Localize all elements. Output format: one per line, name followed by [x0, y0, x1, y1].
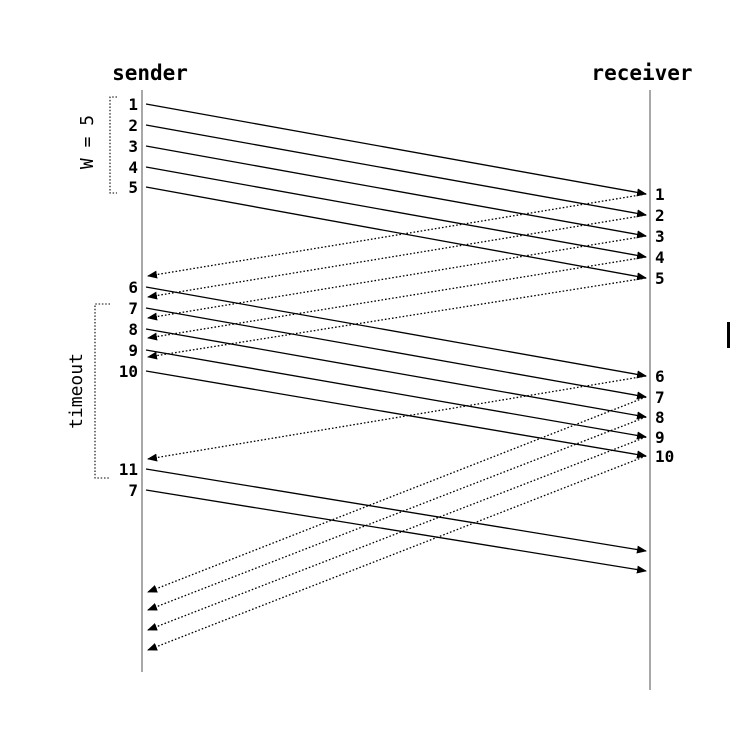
data-packet-arrow [145, 370, 647, 459]
receiver-seq-label: 8 [655, 408, 665, 427]
receiver-seq-label: 2 [655, 206, 665, 225]
ack-arrow [147, 235, 647, 321]
timeout-bracket [94, 303, 110, 479]
data-packet-arrow [145, 307, 647, 400]
receiver-title: receiver [591, 61, 692, 85]
ack-arrow [147, 277, 647, 360]
receiver-seq-label: 5 [655, 269, 665, 288]
sender-title: sender [112, 61, 188, 85]
sender-seq-label: 2 [128, 116, 138, 135]
sender-seq-label: 8 [128, 320, 138, 339]
receiver-seq-label: 4 [655, 248, 665, 267]
data-packet-arrow [145, 468, 647, 554]
sender-seq-label: 7 [128, 299, 138, 318]
ack-arrow [147, 436, 647, 631]
ack-arrow [147, 375, 647, 462]
window-label: W = 5 [77, 115, 98, 169]
sender-seq-label: 11 [119, 460, 138, 479]
ack-arrow [147, 455, 647, 651]
ack-arrow [147, 256, 647, 341]
receiver-seq-label: 10 [655, 447, 674, 466]
text-cursor [727, 322, 730, 348]
receiver-seq-label: 1 [655, 185, 665, 204]
ack-arrow [147, 396, 647, 593]
data-packet-arrow [145, 145, 647, 239]
ack-arrow [147, 214, 647, 300]
sender-seq-label: 9 [128, 341, 138, 360]
receiver-seq-label: 3 [655, 227, 665, 246]
sender-seq-label: 7 [128, 481, 138, 500]
data-packet-arrow [145, 328, 647, 420]
sender-seq-label: 1 [128, 95, 138, 114]
ack-arrow [147, 193, 647, 279]
sender-seq-label: 3 [128, 137, 138, 156]
data-packet-arrow [145, 166, 647, 260]
sender-seq-label: 10 [119, 362, 138, 381]
sender-seq-label: 5 [128, 178, 138, 197]
data-packet-arrow [145, 186, 647, 281]
receiver-seq-label: 7 [655, 388, 665, 407]
data-packet-arrow [145, 286, 647, 379]
timeout-label: timeout [66, 353, 87, 429]
receiver-seq-label: 6 [655, 367, 665, 386]
data-packet-arrow [145, 489, 647, 574]
ack-arrow [147, 416, 647, 611]
sender-seq-label: 6 [128, 278, 138, 297]
window-bracket [109, 96, 117, 194]
sender-seq-label: 4 [128, 158, 138, 177]
data-packet-arrow [145, 349, 647, 440]
data-packet-arrow [145, 124, 647, 218]
data-packet-arrow [145, 103, 647, 197]
receiver-seq-label: 9 [655, 428, 665, 447]
